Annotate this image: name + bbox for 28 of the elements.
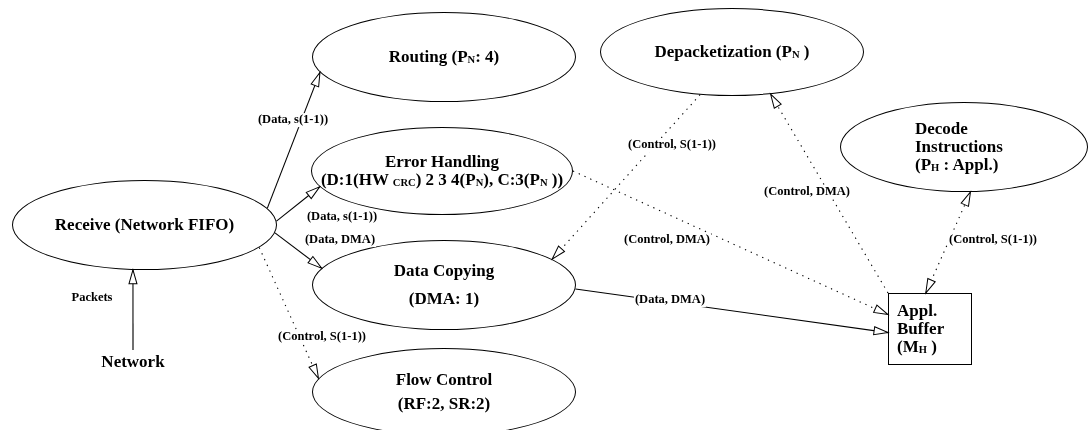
node-title: Flow Control bbox=[395, 371, 493, 389]
arrow bbox=[258, 246, 319, 379]
arrow bbox=[128, 269, 138, 351]
node-title: Appl. Buffer bbox=[897, 302, 946, 338]
arrow bbox=[572, 170, 889, 316]
edge-label: (Data, s(1-1)) bbox=[256, 113, 330, 127]
edge-label: (Data, DMA) bbox=[303, 233, 377, 247]
arrow bbox=[275, 186, 321, 222]
arrow bbox=[551, 94, 701, 260]
arrow bbox=[925, 191, 972, 294]
edge-label: (Data, DMA) bbox=[633, 293, 707, 307]
node-detail: (RF:2, SR:2) bbox=[397, 395, 491, 413]
node-detail: (DMA: 1) bbox=[408, 290, 480, 308]
buffer-box bbox=[888, 293, 972, 365]
edge-label: (Control, S(1-1)) bbox=[948, 233, 1038, 247]
node-title: Decode Instructions bbox=[915, 120, 1004, 156]
node-title: Data Copying bbox=[393, 262, 495, 280]
node-title: Receive (Network FIFO) bbox=[54, 216, 235, 234]
edge-label: (Control, S(1-1)) bbox=[277, 330, 367, 344]
arrow bbox=[274, 232, 323, 269]
edge-label: (Control, S(1-1)) bbox=[627, 138, 717, 152]
edge-label: (Data, s(1-1)) bbox=[305, 210, 379, 224]
arrow bbox=[770, 93, 889, 294]
node-title: Error Handling bbox=[384, 153, 500, 171]
arrow bbox=[266, 71, 321, 209]
edge-label: (Control, DMA) bbox=[623, 233, 711, 247]
node-label: Network bbox=[84, 350, 182, 374]
edge-label: (Control, DMA) bbox=[763, 185, 851, 199]
